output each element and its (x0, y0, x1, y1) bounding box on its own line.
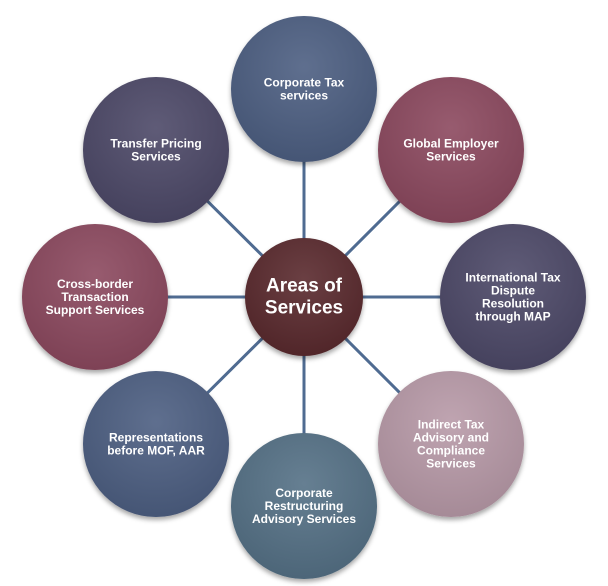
node-label-representations-line-2: before MOF, AAR (107, 444, 205, 458)
node-label-indirect-tax-line-2: Advisory and (413, 431, 489, 445)
node-sheen-corporate-tax (231, 16, 377, 162)
node-international-tax: International TaxDisputeResolutionthroug… (440, 224, 586, 370)
node-label-corporate-restructuring-line-2: Restructuring (265, 499, 344, 513)
node-label-international-tax-line-2: Dispute (491, 284, 535, 298)
node-label-indirect-tax-line-1: Indirect Tax (418, 418, 485, 432)
node-label-corporate-tax-line-2: services (280, 89, 328, 103)
connectors (166, 160, 442, 435)
node-sheen-international-tax (440, 224, 586, 370)
node-label-international-tax-line-3: Resolution (482, 297, 544, 311)
node-label-transfer-pricing-line-2: Services (131, 150, 181, 164)
node-sheen-transfer-pricing (83, 77, 229, 223)
center-sheen (245, 238, 363, 356)
node-label-global-employer-line-2: Services (426, 150, 476, 164)
node-label-representations-line-1: Representations (109, 431, 203, 445)
node-label-corporate-restructuring-line-3: Advisory Services (252, 512, 356, 526)
center-label-line-1: Areas of (266, 276, 343, 297)
node-label-indirect-tax-line-4: Services (426, 457, 476, 471)
node-sheen-indirect-tax (378, 371, 524, 517)
node-label-cross-border-line-3: Support Services (46, 303, 145, 317)
node-label-international-tax-line-1: International Tax (465, 271, 560, 285)
node-label-cross-border-line-2: Transaction (61, 290, 128, 304)
connector-indirect-tax (343, 336, 402, 395)
connector-global-employer (343, 199, 402, 258)
node-label-corporate-restructuring-line-1: Corporate (275, 486, 333, 500)
node-label-indirect-tax-line-3: Compliance (417, 444, 485, 458)
node-label-corporate-tax-line-1: Corporate Tax (264, 76, 345, 90)
center-label-line-2: Services (265, 298, 343, 319)
node-label-cross-border-line-1: Cross-border (57, 277, 133, 291)
node-sheen-representations (83, 371, 229, 517)
node-label-international-tax-line-4: through MAP (475, 310, 550, 324)
node-label-transfer-pricing-line-1: Transfer Pricing (110, 137, 201, 151)
node-sheen-corporate-restructuring (231, 433, 377, 579)
node-label-global-employer-line-1: Global Employer (403, 137, 499, 151)
connector-representations (205, 336, 265, 396)
connector-transfer-pricing (205, 198, 265, 258)
node-sheen-global-employer (378, 77, 524, 223)
node-sheen-cross-border (22, 224, 168, 370)
